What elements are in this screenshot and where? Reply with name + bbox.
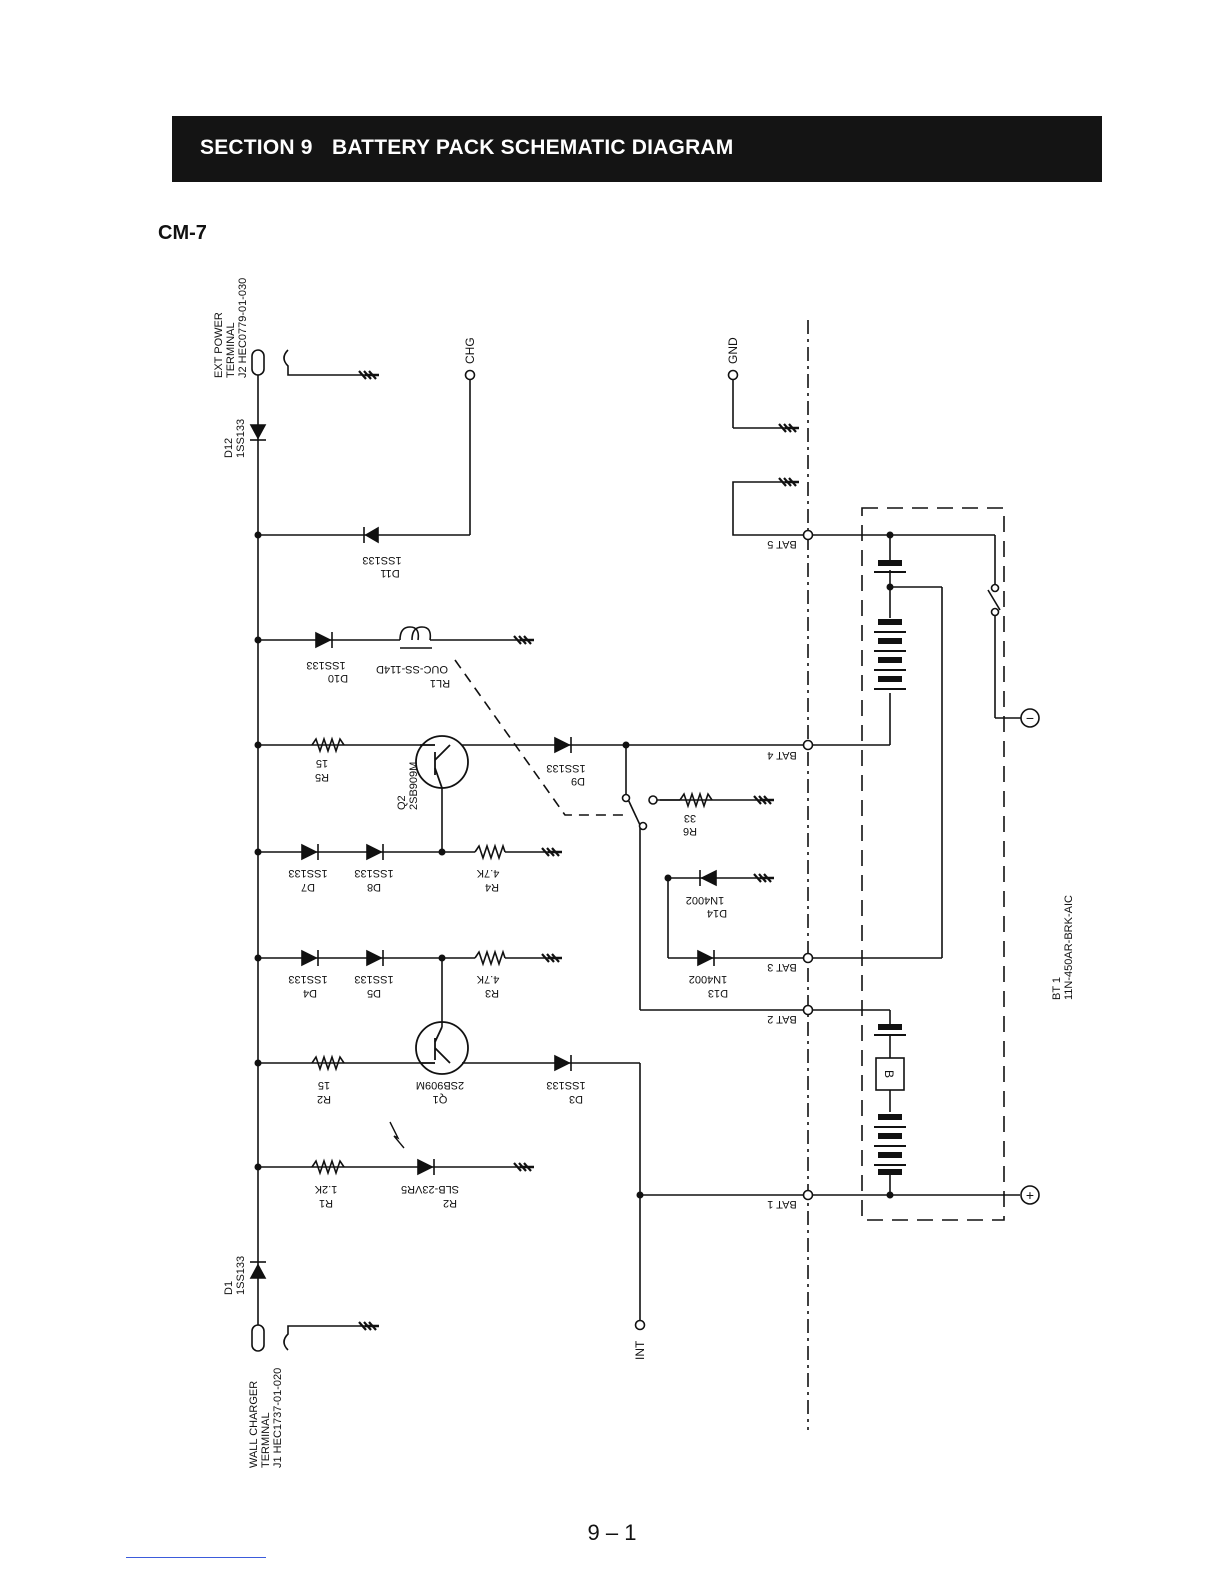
r3-value: 4.7K [476,973,499,985]
d1-part: 1SS133 [235,1256,247,1295]
r5-value: 15 [316,757,328,769]
r2-ref: R2 [317,1093,331,1105]
d13-part: 1N4002 [689,973,728,985]
led-ref: R2 [443,1197,457,1209]
d11-part: 1SS133 [362,554,401,566]
q1-ref: Q1 [433,1093,448,1105]
d14-ref: D14 [707,907,727,919]
d7-ref: D7 [301,881,315,893]
footer-rule [126,1557,266,1558]
r4-ref: R4 [485,881,499,893]
model-label: CM-7 [158,222,207,244]
bat2-label: BAT 2 [767,1013,797,1025]
r6-value: 33 [684,812,696,824]
wall-charger-label-1: WALL CHARGER [248,1381,260,1468]
led-part: SLB-23VR5 [401,1183,459,1195]
ext-power-label-1: EXT POWER [213,312,225,378]
d10-part: 1SS133 [306,659,345,671]
d14-part: 1N4002 [686,894,725,906]
d12-part: 1SS133 [235,419,247,458]
section-title: BATTERY PACK SCHEMATIC DIAGRAM [332,136,734,159]
d7-part: 1SS133 [288,867,327,879]
d1-ref: D1 [223,1281,235,1295]
ext-power-label-2: TERMINAL [225,322,237,378]
bat1-label: BAT 1 [767,1198,797,1210]
wall-charger-label-2: TERMINAL [260,1412,272,1468]
int-terminal-label: INT [633,1340,647,1360]
r1-ref: R1 [319,1197,333,1209]
minus-terminal-label: − [1026,710,1034,726]
chg-terminal-label: CHG [463,337,477,364]
q2-part: 2SB909M [408,762,420,810]
bt1-ref: BT 1 [1051,977,1063,1000]
d3-part: 1SS133 [546,1079,585,1091]
d4-part: 1SS133 [288,973,327,985]
q2-ref: Q2 [396,795,408,810]
bt1-part: 11N-450AR-BRK-AIC [1063,895,1075,1000]
d8-ref: D8 [367,881,381,893]
d8-part: 1SS133 [354,867,393,879]
d5-part: 1SS133 [354,973,393,985]
ext-power-label-3: J2 HEC0779-01-030 [237,278,249,378]
d5-ref: D5 [367,987,381,999]
q1-part: 2SB909M [416,1079,464,1091]
d11-ref: D11 [380,567,399,579]
r1-value: 1.2K [314,1183,337,1195]
d12-ref: D12 [223,438,235,458]
r6-ref: R6 [683,825,697,837]
plus-terminal-label: + [1026,1187,1034,1203]
page-number: 9 – 1 [587,1520,637,1545]
d3-ref: D3 [569,1093,583,1105]
bat5-label: BAT 5 [767,538,797,550]
r4-value: 4.7K [476,867,499,879]
r5-ref: R5 [315,771,329,783]
d10-ref: D10 [328,672,348,684]
d9-part: 1SS133 [546,762,585,774]
wall-charger-label-3: J1 HEC1737-01-020 [272,1368,284,1468]
r3-ref: R3 [485,987,499,999]
gnd-terminal-label: GND [726,337,740,364]
rl1-ref: RL1 [430,677,450,689]
d4-ref: D4 [303,987,317,999]
rl1-part: OUC-SS-114D [376,663,448,675]
battery-block-label: B [882,1070,896,1078]
bat3-label: BAT 3 [767,961,797,973]
section-number: SECTION 9 [200,136,313,159]
section-header-bar: SECTION 9 BATTERY PACK SCHEMATIC DIAGRAM [172,116,1102,182]
bat4-label: BAT 4 [767,749,797,761]
d13-ref: D13 [708,987,728,999]
d9-ref: D9 [571,775,585,787]
r2-value: 15 [318,1079,330,1091]
